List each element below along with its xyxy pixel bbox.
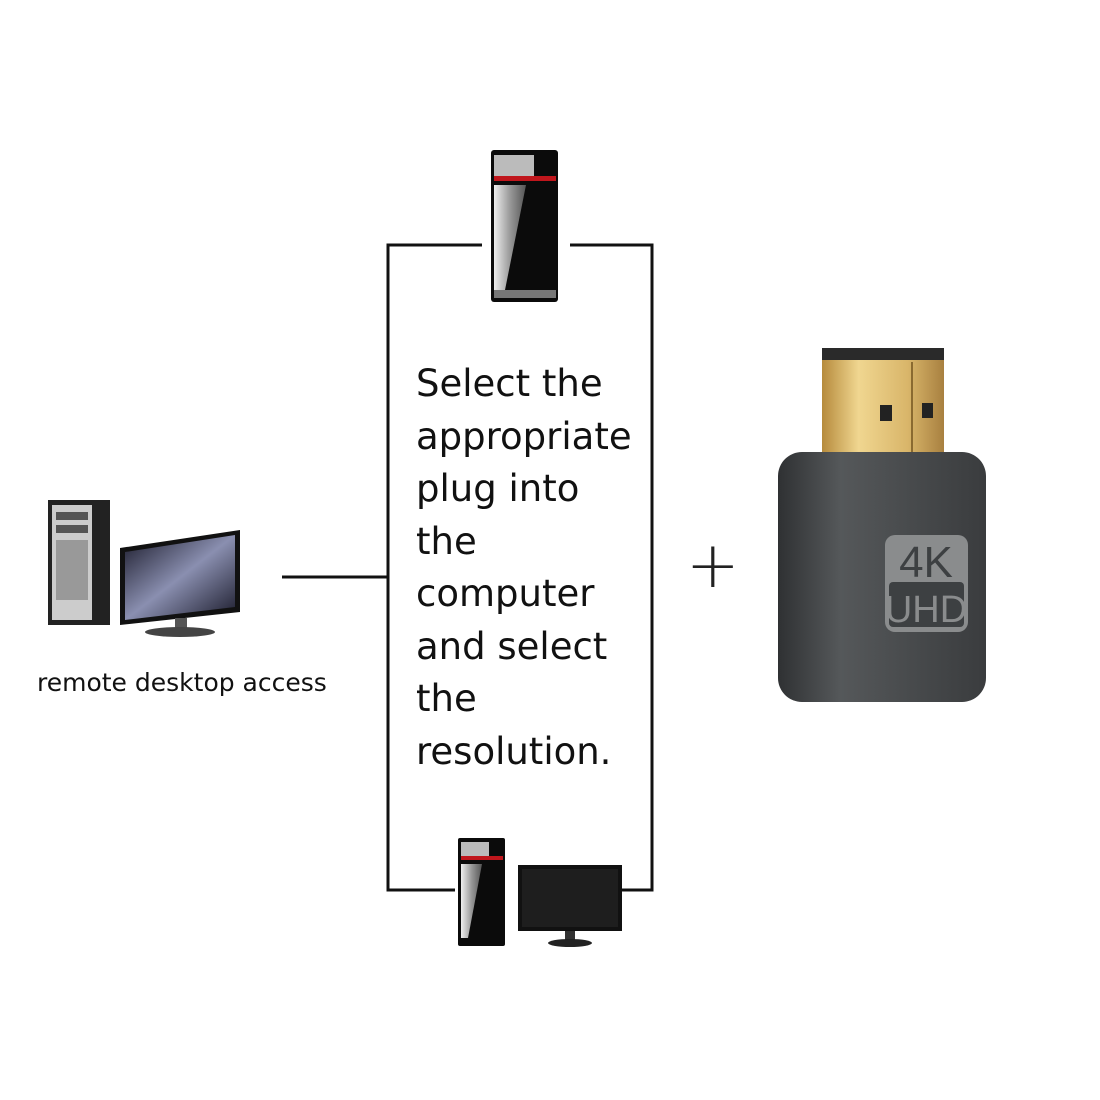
- computer-tower-icon: [491, 150, 558, 302]
- plus-icon: +: [686, 529, 740, 603]
- badge-4k: 4K: [899, 538, 953, 587]
- instruction-line: and select: [416, 624, 608, 668]
- badge-uhd: UHD: [885, 589, 967, 631]
- desktop-computer-icon: [48, 500, 240, 637]
- instruction-text: Select the appropriate plug into the com…: [416, 358, 632, 778]
- instruction-line: computer: [416, 572, 595, 615]
- instruction-line: Select the: [416, 362, 603, 405]
- instruction-line: resolution.: [416, 729, 612, 773]
- hdmi-dummy-plug-image: 4K UHD: [778, 348, 986, 702]
- instruction-line: the: [416, 519, 477, 563]
- instruction-line: appropriate: [416, 414, 632, 458]
- connector-lines: [282, 243, 654, 892]
- instruction-line: the: [416, 677, 477, 720]
- instruction-line: plug into: [416, 467, 580, 510]
- computer-monitor-icon: [458, 838, 622, 947]
- remote-desktop-label: remote desktop access: [37, 668, 327, 697]
